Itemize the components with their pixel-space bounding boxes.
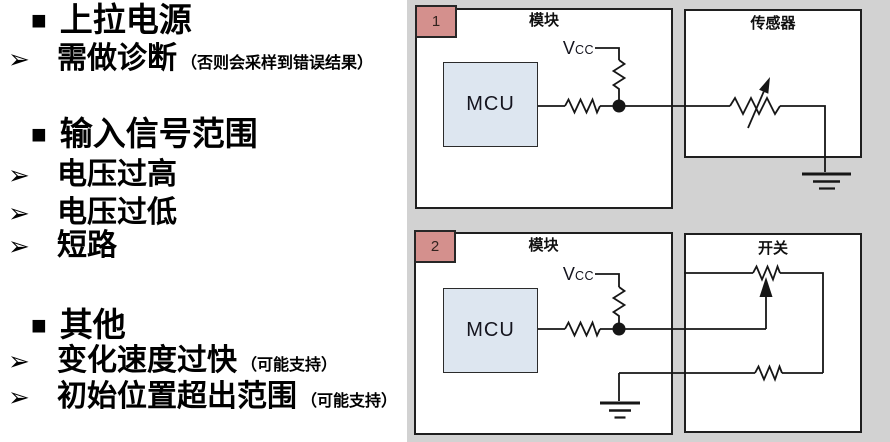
item-text: 变化速度过快 [57, 344, 237, 377]
module-box-2 [414, 232, 673, 435]
item-text: 电压过低 [57, 196, 177, 229]
sensor-box [684, 9, 862, 158]
badge-number: 2 [430, 238, 440, 255]
module-title-2: 模块 [528, 237, 559, 254]
vcc-label-1: VCC [562, 38, 594, 58]
heading-text: 其他 [59, 306, 126, 343]
arrow-bullet-icon: ➢ [8, 382, 30, 412]
heading-input-signal-range: ■ 输入信号范围 [0, 115, 258, 155]
heading-pullup-power: ■ 上拉电源 [0, 1, 192, 41]
badge-number: 1 [431, 13, 441, 30]
ground-icon-1 [802, 172, 851, 190]
arrow-bullet-icon: ➢ [8, 44, 30, 74]
switch-box [684, 233, 862, 433]
mcu-box-1: MCU [443, 62, 538, 147]
heading-text: 输入信号范围 [59, 115, 258, 152]
item-voltage-too-high: ➢ 电压过高 [0, 158, 177, 192]
arrow-bullet-icon: ➢ [8, 346, 30, 376]
heading-text: 上拉电源 [59, 1, 192, 38]
diagram-number-badge-2: 2 [414, 230, 456, 263]
square-bullet-icon: ■ [31, 5, 47, 35]
sensor-title: 传感器 [750, 15, 796, 32]
vcc-label-2: VCC [562, 264, 594, 284]
diagram-panel: 1 模块 传感器 MCU VCC 2 模块 开关 MCU VCC [407, 0, 890, 442]
item-note: （可能支持） [241, 357, 338, 374]
item-voltage-too-low: ➢ 电压过低 [0, 196, 177, 230]
switch-title: 开关 [757, 240, 788, 257]
item-change-too-fast: ➢ 变化速度过快 （可能支持） [0, 344, 337, 383]
arrow-bullet-icon: ➢ [8, 231, 30, 261]
square-bullet-icon: ■ [31, 310, 47, 340]
item-text: 初始位置超出范围 [57, 380, 297, 413]
heading-other: ■ 其他 [0, 306, 126, 346]
item-need-diagnosis: ➢ 需做诊断 （否则会采样到错误结果） [0, 42, 373, 81]
diagram-number-badge-1: 1 [415, 5, 457, 38]
item-note: （可能支持） [301, 393, 398, 410]
item-initial-position-out-of-range: ➢ 初始位置超出范围 （可能支持） [0, 380, 397, 419]
item-text: 电压过高 [57, 158, 177, 191]
mcu-label: MCU [466, 319, 515, 341]
outline-panel: ■ 上拉电源 ➢ 需做诊断 （否则会采样到错误结果） ■ 输入信号范围 ➢ 电压… [0, 0, 407, 442]
item-text: 短路 [57, 229, 117, 262]
item-short-circuit: ➢ 短路 [0, 229, 117, 263]
mcu-box-2: MCU [443, 288, 538, 373]
item-text: 需做诊断 [57, 42, 177, 75]
arrow-bullet-icon: ➢ [8, 160, 30, 190]
item-note: （否则会采样到错误结果） [181, 55, 374, 72]
arrow-bullet-icon: ➢ [8, 198, 30, 228]
square-bullet-icon: ■ [31, 119, 47, 149]
module-title-1: 模块 [528, 12, 559, 29]
mcu-label: MCU [466, 93, 515, 115]
